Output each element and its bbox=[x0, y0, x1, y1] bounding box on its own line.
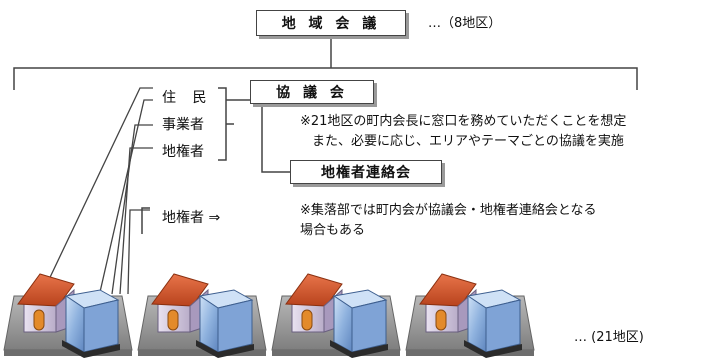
district-tile-3 bbox=[271, 273, 401, 358]
group-bracket bbox=[218, 87, 234, 161]
landowner-liaison-label: 地権者連絡会 bbox=[321, 165, 411, 181]
label-businesses: 事業者 bbox=[162, 117, 204, 133]
note-line-4: 場合もある bbox=[300, 223, 366, 238]
council-label: 協 議 会 bbox=[276, 85, 348, 101]
district-count: … (21地区) bbox=[574, 330, 644, 345]
district-tile-1 bbox=[3, 273, 133, 358]
regional-council-label: 地 域 会 議 bbox=[281, 16, 381, 32]
district-tile-4 bbox=[405, 273, 535, 358]
regional-count: …（8地区） bbox=[428, 16, 502, 31]
note-line-1: ※21地区の町内会長に窓口を務めていただくことを想定 bbox=[300, 114, 627, 129]
council-to-liaison bbox=[261, 104, 290, 173]
district-tiles bbox=[3, 273, 535, 358]
label-landowners-arrow: 地権者 ⇒ bbox=[162, 210, 221, 226]
regional-council-box: 地 域 会 議 bbox=[256, 10, 406, 36]
regional-brace bbox=[13, 67, 638, 90]
note-line-2: また、必要に応じ、エリアやテーマごとの協議を実施 bbox=[312, 134, 624, 149]
district-tile-2 bbox=[137, 273, 267, 358]
landowner-liaison-box: 地権者連絡会 bbox=[290, 160, 442, 184]
connector-lines bbox=[43, 87, 153, 295]
label-landowners: 地権者 bbox=[162, 144, 204, 160]
note-line-3: ※集落部では町内会が協議会・地権者連絡会となる bbox=[300, 203, 597, 218]
label-residents: 住 民 bbox=[162, 90, 213, 106]
council-box: 協 議 会 bbox=[250, 80, 374, 104]
landowner-bracket bbox=[141, 207, 150, 234]
